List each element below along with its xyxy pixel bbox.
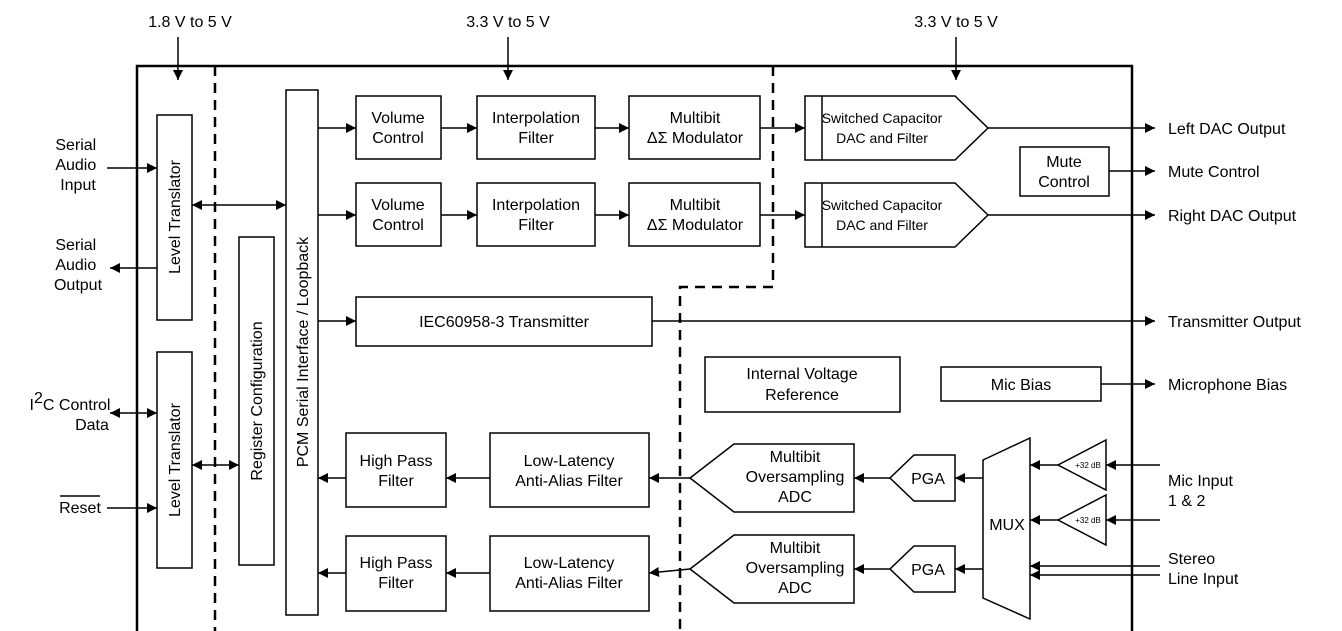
high-pass-filter-2 xyxy=(345,535,447,612)
level-translator-bottom-label: Level Translator xyxy=(167,402,184,517)
oversampling-adc-1 xyxy=(688,443,855,513)
gain-stage-2-label: +32 dB xyxy=(1075,516,1101,525)
anti-alias-filter-1 xyxy=(489,432,650,508)
iec-transmitter-label: IEC60958-3 Transmitter xyxy=(419,314,590,331)
i2c-control-label: I2C Control xyxy=(30,390,111,414)
left-dac-output-label: Left DAC Output xyxy=(1168,121,1286,138)
supply-label-right: 3.3 V to 5 V xyxy=(914,14,998,31)
level-translator-top xyxy=(156,114,193,321)
pga-2 xyxy=(888,545,956,593)
mute-control-output-label: Mute Control xyxy=(1168,164,1260,181)
volume-control-1 xyxy=(355,95,442,160)
reset-label: Reset xyxy=(59,500,101,517)
pga-2-label: PGA xyxy=(911,562,945,579)
serial-audio-input-label: Serial Audio Input xyxy=(55,137,100,194)
mux xyxy=(982,436,1031,621)
mic-bias-label: Mic Bias xyxy=(991,377,1051,394)
adc-to-aaf-2 xyxy=(648,567,691,578)
pcm-serial-interface xyxy=(285,89,319,616)
level-translator-top-label: Level Translator xyxy=(167,159,184,274)
chip-boundary xyxy=(135,64,1134,631)
register-configuration-label: Register Configuration xyxy=(249,321,266,480)
interpolation-filter-1 xyxy=(476,95,596,160)
supply-label-middle: 3.3 V to 5 V xyxy=(466,14,550,31)
i2c-data-label: Data xyxy=(75,417,109,434)
gain-stage-1-label: +32 dB xyxy=(1075,461,1101,470)
serial-audio-output-label: Serial Audio Output xyxy=(54,237,103,294)
domain-divider-right xyxy=(678,66,775,631)
multibit-modulator-2 xyxy=(628,182,761,247)
interpolation-filter-2 xyxy=(476,182,596,247)
internal-voltage-reference xyxy=(704,356,901,413)
register-configuration xyxy=(238,236,275,566)
pga-1 xyxy=(888,454,956,502)
microphone-bias-label: Microphone Bias xyxy=(1168,377,1287,394)
pcm-serial-interface-label: PCM Serial Interface / Loopback xyxy=(295,236,312,467)
oversampling-adc-2 xyxy=(688,534,855,604)
pga-1-label: PGA xyxy=(911,471,945,488)
multibit-modulator-1 xyxy=(628,95,761,160)
anti-alias-filter-2 xyxy=(489,535,650,612)
level-translator-bottom xyxy=(156,351,193,569)
right-dac-output-label: Right DAC Output xyxy=(1168,208,1297,225)
mic-bias xyxy=(940,366,1102,402)
supply-label-left: 1.8 V to 5 V xyxy=(148,14,232,31)
iec-transmitter xyxy=(355,296,653,347)
transmitter-output-label: Transmitter Output xyxy=(1168,314,1301,331)
mux-label: MUX xyxy=(989,517,1025,534)
volume-control-2 xyxy=(355,182,442,247)
high-pass-filter-1 xyxy=(345,432,447,508)
switched-cap-dac-2 xyxy=(804,182,990,248)
switched-cap-dac-1 xyxy=(804,95,990,161)
